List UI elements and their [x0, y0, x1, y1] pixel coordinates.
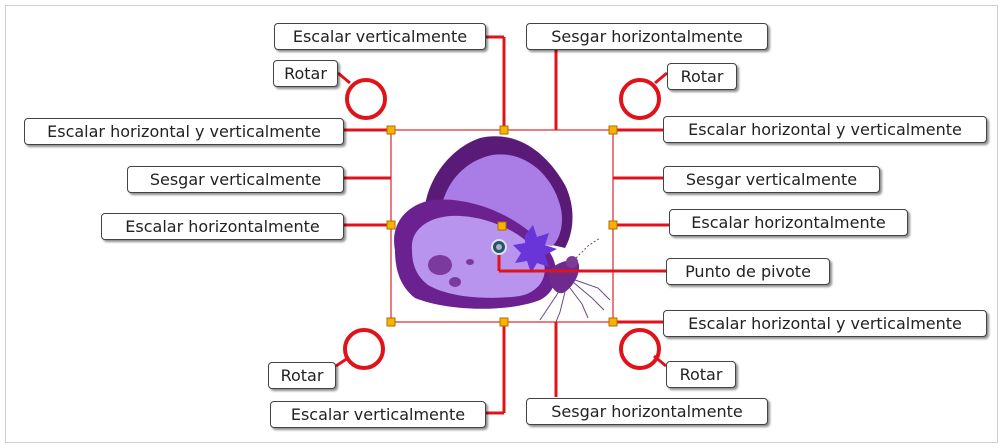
handle-middle-right	[608, 220, 618, 230]
handle-middle-left	[386, 220, 396, 230]
rotate-circle-bottom-left	[343, 328, 385, 370]
label-scale-vertical-top: Escalar verticalmente	[274, 23, 486, 50]
label-scale-vertical-bottom: Escalar verticalmente	[270, 401, 486, 428]
handle-bottom-center	[499, 317, 509, 327]
label-skew-horizontal-bottom: Sesgar horizontalmente	[526, 398, 768, 425]
label-scale-both-top-right: Escalar horizontal y verticalmente	[663, 116, 987, 143]
label-skew-vertical-right: Sesgar verticalmente	[663, 166, 880, 193]
handle-top-left	[386, 125, 396, 135]
label-scale-both-bottom-right: Escalar horizontal y verticalmente	[663, 310, 987, 337]
label-scale-horizontal-left: Escalar horizontalmente	[101, 213, 344, 240]
rotate-circle-top-left	[345, 78, 387, 120]
handle-bottom-right	[608, 317, 618, 327]
handle-center-offset	[497, 221, 507, 231]
label-skew-horizontal-top: Sesgar horizontalmente	[526, 23, 768, 50]
label-rotate-top-left: Rotar	[273, 60, 338, 87]
handle-top-center	[499, 125, 509, 135]
handle-top-right	[608, 125, 618, 135]
label-rotate-top-right: Rotar	[667, 63, 737, 90]
label-pivot-point: Punto de pivote	[666, 258, 830, 285]
butterfly-image	[394, 136, 611, 323]
rotate-circles	[343, 78, 661, 370]
transform-handles	[386, 125, 618, 327]
label-scale-horizontal-right: Escalar horizontalmente	[669, 209, 908, 236]
rotate-circle-bottom-right	[619, 328, 661, 370]
label-skew-vertical-left: Sesgar verticalmente	[127, 166, 344, 193]
rotate-circle-top-right	[619, 78, 661, 120]
pivot-point-icon	[491, 239, 507, 255]
label-rotate-bottom-right: Rotar	[666, 361, 736, 388]
label-rotate-bottom-left: Rotar	[268, 362, 336, 389]
handle-bottom-left	[386, 317, 396, 327]
label-scale-both-top-left: Escalar horizontal y verticalmente	[24, 118, 344, 145]
